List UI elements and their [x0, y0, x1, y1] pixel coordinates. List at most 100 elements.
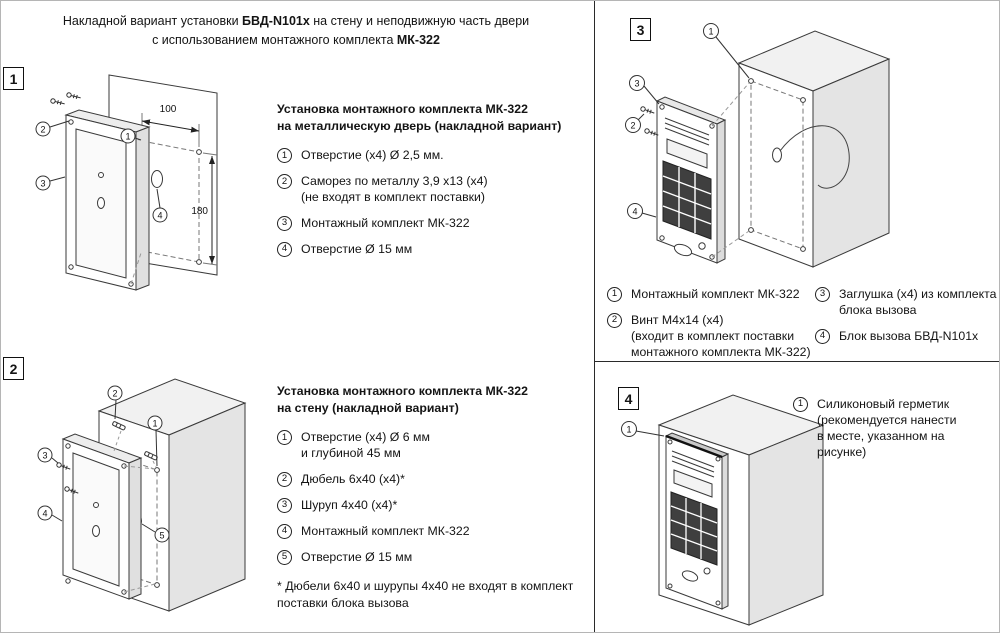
speaker-slot	[664, 127, 710, 146]
drawing-wall-mount: 2 1 3 4 5	[37, 378, 247, 612]
drill-hole	[196, 149, 202, 155]
screw-icon	[64, 486, 79, 494]
drawing-panel-assembled: 1	[621, 394, 825, 626]
item-number-badge: 3	[277, 216, 292, 232]
item-number-badge: 2	[277, 472, 292, 488]
speaker-slot	[664, 117, 710, 136]
legend-item: 2 Саморез по металлу 3,9 x13 (x4)(не вхо…	[277, 174, 582, 206]
legend-item: 1 Монтажный комплект МК-322	[607, 287, 811, 303]
item-number-badge: 1	[277, 430, 292, 446]
item-number-badge: 4	[815, 328, 830, 344]
display-window	[673, 469, 713, 498]
svg-text:5: 5	[159, 531, 164, 541]
legend-item: 1 Силиконовый герметик(рекомендуется нан…	[793, 397, 993, 461]
speaker-slot	[671, 450, 715, 468]
alignment-line	[123, 465, 156, 470]
speaker-slot	[671, 455, 715, 473]
drawing-callout-3: 3	[35, 175, 66, 191]
cable-hole	[772, 147, 782, 163]
svg-text:180: 180	[191, 206, 208, 217]
corner-plug	[659, 104, 665, 110]
title-line-1: Накладной вариант установки БВД-N101x на…	[62, 14, 530, 28]
speaker-slot	[664, 122, 710, 141]
drawing-panel-exploded: 1 3 2 4	[625, 23, 891, 268]
item-number-badge: 3	[277, 498, 292, 514]
section-4-instructions: 1 Силиконовый герметик(рекомендуется нан…	[793, 397, 993, 471]
wall-block	[737, 30, 891, 268]
item-number-badge: 2	[277, 174, 292, 190]
alignment-line	[152, 460, 157, 468]
legend-item: 2 Дюбель 6x40 (x4)*	[277, 472, 582, 488]
intercom-panel	[664, 432, 730, 610]
legend-item: 2 Винт М4х14 (x4)(входит в комплект пост…	[607, 312, 811, 361]
svg-text:3: 3	[42, 451, 47, 461]
corner-plug	[667, 583, 673, 589]
mounting-frame	[61, 433, 143, 600]
svg-text:2: 2	[40, 125, 45, 135]
item-number-badge: 4	[277, 242, 292, 258]
drawing-callout-4: 4	[37, 505, 63, 522]
display-window	[666, 138, 708, 169]
drawing-callout-2: 2	[107, 385, 123, 420]
item-number-badge: 5	[277, 550, 292, 566]
drawing-callout-1: 1	[703, 23, 750, 79]
corner-plug	[667, 439, 673, 445]
call-button	[673, 243, 693, 257]
drawing-door-mount: 100 180	[35, 74, 218, 291]
section-1-heading: Установка монтажного комплекта МК-322 на…	[277, 102, 562, 133]
section-3-legend-col1: 1 Монтажный комплект МК-322 2 Винт М4х14…	[607, 287, 811, 371]
drawing-callout-3: 3	[629, 75, 660, 105]
corner-plug	[659, 235, 665, 241]
legend-item: 3 Шуруп 4x40 (x4)*	[277, 498, 582, 514]
section-2-instructions: Установка монтажного комплекта МК-322 на…	[277, 383, 582, 611]
dimension-height: 180	[191, 152, 218, 266]
screw-icon	[66, 92, 81, 99]
svg-text:1: 1	[626, 425, 631, 435]
screw-icon	[640, 106, 655, 114]
frame-screw-hole	[748, 78, 754, 84]
alignment-line	[711, 230, 750, 258]
camera-eye	[698, 242, 706, 250]
mounting-frame	[64, 109, 151, 291]
title-line-2: с использованием монтажного комплекта МК…	[152, 32, 440, 47]
svg-text:3: 3	[634, 79, 639, 89]
item-number-badge: 1	[607, 287, 622, 302]
frame-screw-hole	[800, 246, 806, 252]
section-3-number: 3	[630, 18, 651, 41]
drawing-callout-1: 1	[120, 128, 142, 144]
footnote: * Дюбели 6x40 и шурупы 4x40 не входят в …	[277, 579, 574, 610]
item-number-badge: 2	[607, 312, 622, 328]
intercom-panel	[655, 96, 727, 264]
page-title: Накладной вариант установки БВД-N101x на…	[56, 12, 536, 50]
item-number-badge: 3	[815, 287, 830, 302]
camera-eye	[703, 567, 711, 575]
call-button	[681, 570, 699, 582]
legend-item: 3 Монтажный комплект МК-322	[277, 216, 582, 232]
drawing-callout-3: 3	[37, 447, 59, 464]
section-2-heading: Установка монтажного комплекта МК-322 на…	[277, 384, 528, 415]
svg-text:1: 1	[125, 132, 130, 142]
svg-text:1: 1	[152, 419, 157, 429]
dowel-icon	[112, 421, 126, 431]
drawing-callout-5: 5	[141, 523, 170, 543]
corner-plug	[715, 456, 721, 462]
horizontal-divider-right	[595, 361, 999, 362]
screw-icon	[56, 462, 71, 470]
screw-icon	[50, 98, 65, 105]
section-1-instructions: Установка монтажного комплекта МК-322 на…	[277, 101, 582, 268]
frame-screw-hole	[748, 227, 754, 233]
cable-hole	[151, 170, 163, 188]
alignment-line	[130, 252, 142, 285]
legend-item: 4 Отверстие Ø 15 мм	[277, 242, 582, 258]
section-1-number: 1	[3, 67, 24, 90]
speaker-slot	[671, 460, 715, 478]
drill-hole	[196, 259, 202, 265]
svg-text:4: 4	[42, 509, 47, 519]
svg-text:2: 2	[112, 389, 117, 399]
svg-text:4: 4	[632, 207, 637, 217]
svg-text:4: 4	[157, 211, 162, 221]
svg-text:2: 2	[630, 121, 635, 131]
